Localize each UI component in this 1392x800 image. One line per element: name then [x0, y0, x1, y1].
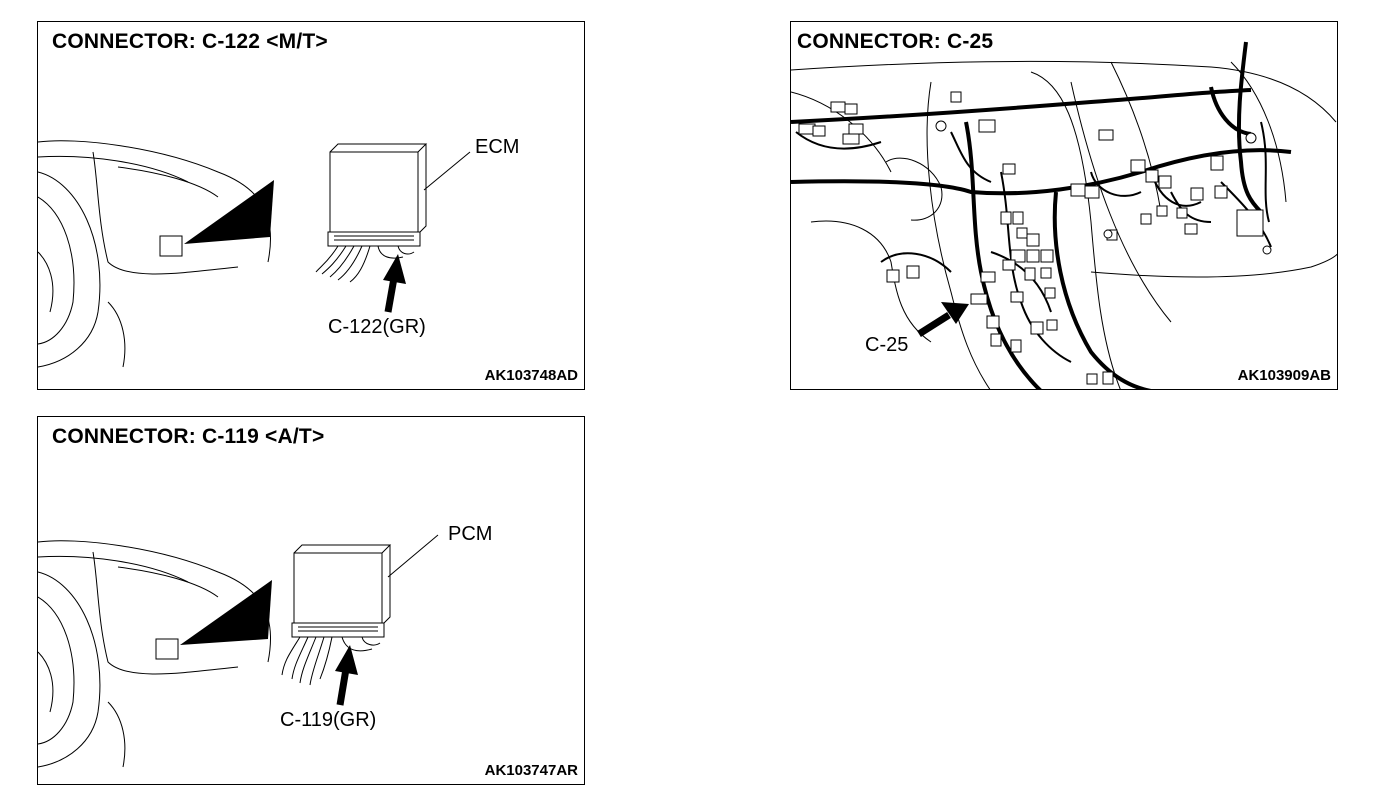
c122-pointer-arrow: [383, 254, 406, 313]
ecm-module: [315, 143, 428, 283]
c25-harness-illustration: [791, 41, 1337, 389]
panel-title: CONNECTOR: C-122 <M/T>: [52, 30, 328, 53]
pcm-location-illustration: [38, 534, 439, 768]
c122-location-mark: [159, 235, 183, 257]
panel-connector-c25: CONNECTOR: C-25 C-25 AK103909AB: [790, 21, 1338, 390]
ecm-location-illustration: [38, 140, 471, 368]
figure-code: AK103748AD: [484, 367, 578, 384]
module-label-pcm: PCM: [448, 523, 493, 545]
panel-title: CONNECTOR: C-25: [797, 30, 998, 54]
c25-pointer-arrow: [917, 302, 969, 337]
connector-label-c119: C-119(GR): [280, 709, 377, 731]
connector-label-c122: C-122(GR): [328, 316, 426, 338]
panel-connector-c122: CONNECTOR: C-122 <M/T> ECM C-122(GR) AK1…: [37, 21, 585, 390]
c119-pointer-arrow: [335, 645, 358, 706]
connector-label-c25: C-25: [865, 334, 909, 356]
harness-connectors: [798, 91, 1264, 385]
pcm-module: [281, 544, 392, 686]
figure-code: AK103747AR: [484, 762, 578, 779]
c119-location-mark: [155, 638, 179, 660]
panel-connector-c119: CONNECTOR: C-119 <A/T> PCM C-119(GR) AK1…: [37, 416, 585, 785]
pointer-wedge: [180, 580, 272, 645]
module-label-ecm: ECM: [475, 136, 520, 158]
figure-code: AK103909AB: [1237, 367, 1331, 384]
panel-title: CONNECTOR: C-119 <A/T>: [52, 425, 325, 448]
pointer-wedge: [184, 180, 274, 244]
